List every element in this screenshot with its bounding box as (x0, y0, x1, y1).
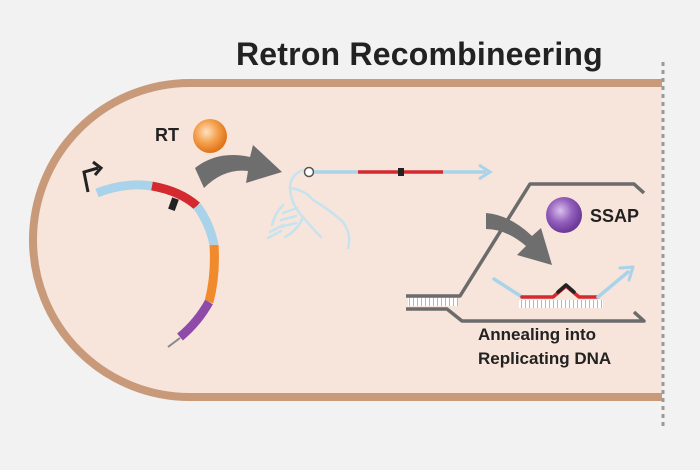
curved-arrow-icon (486, 213, 552, 265)
page-title: Retron Recombineering (236, 36, 603, 72)
annealing-hatch (519, 300, 603, 308)
ssdna-arrowhead (478, 163, 493, 181)
ssap-enzyme-icon (546, 197, 582, 233)
annealed-ssdna (492, 265, 635, 299)
msdna-structure (266, 168, 351, 250)
edit-site-mark (168, 197, 179, 212)
ssap-label: SSAP (590, 206, 640, 226)
rt-label: RT (155, 125, 179, 145)
ssdna-edit-mark (398, 168, 404, 176)
parent-strand-hatch-top (408, 298, 458, 306)
cassette-end-line (167, 337, 181, 348)
strand-start-node (303, 166, 315, 178)
retron-cassette (95, 180, 219, 341)
annealing-caption: Annealing into Replicating DNA (478, 323, 611, 371)
curved-arrow-icon (195, 145, 282, 188)
promoter-arrow-icon (82, 160, 104, 193)
rt-enzyme-icon (193, 119, 227, 153)
caption-line-2: Replicating DNA (478, 349, 612, 368)
bacterial-cell (29, 79, 662, 401)
caption-line-1: Annealing into (478, 325, 597, 344)
replication-fork (406, 182, 646, 323)
